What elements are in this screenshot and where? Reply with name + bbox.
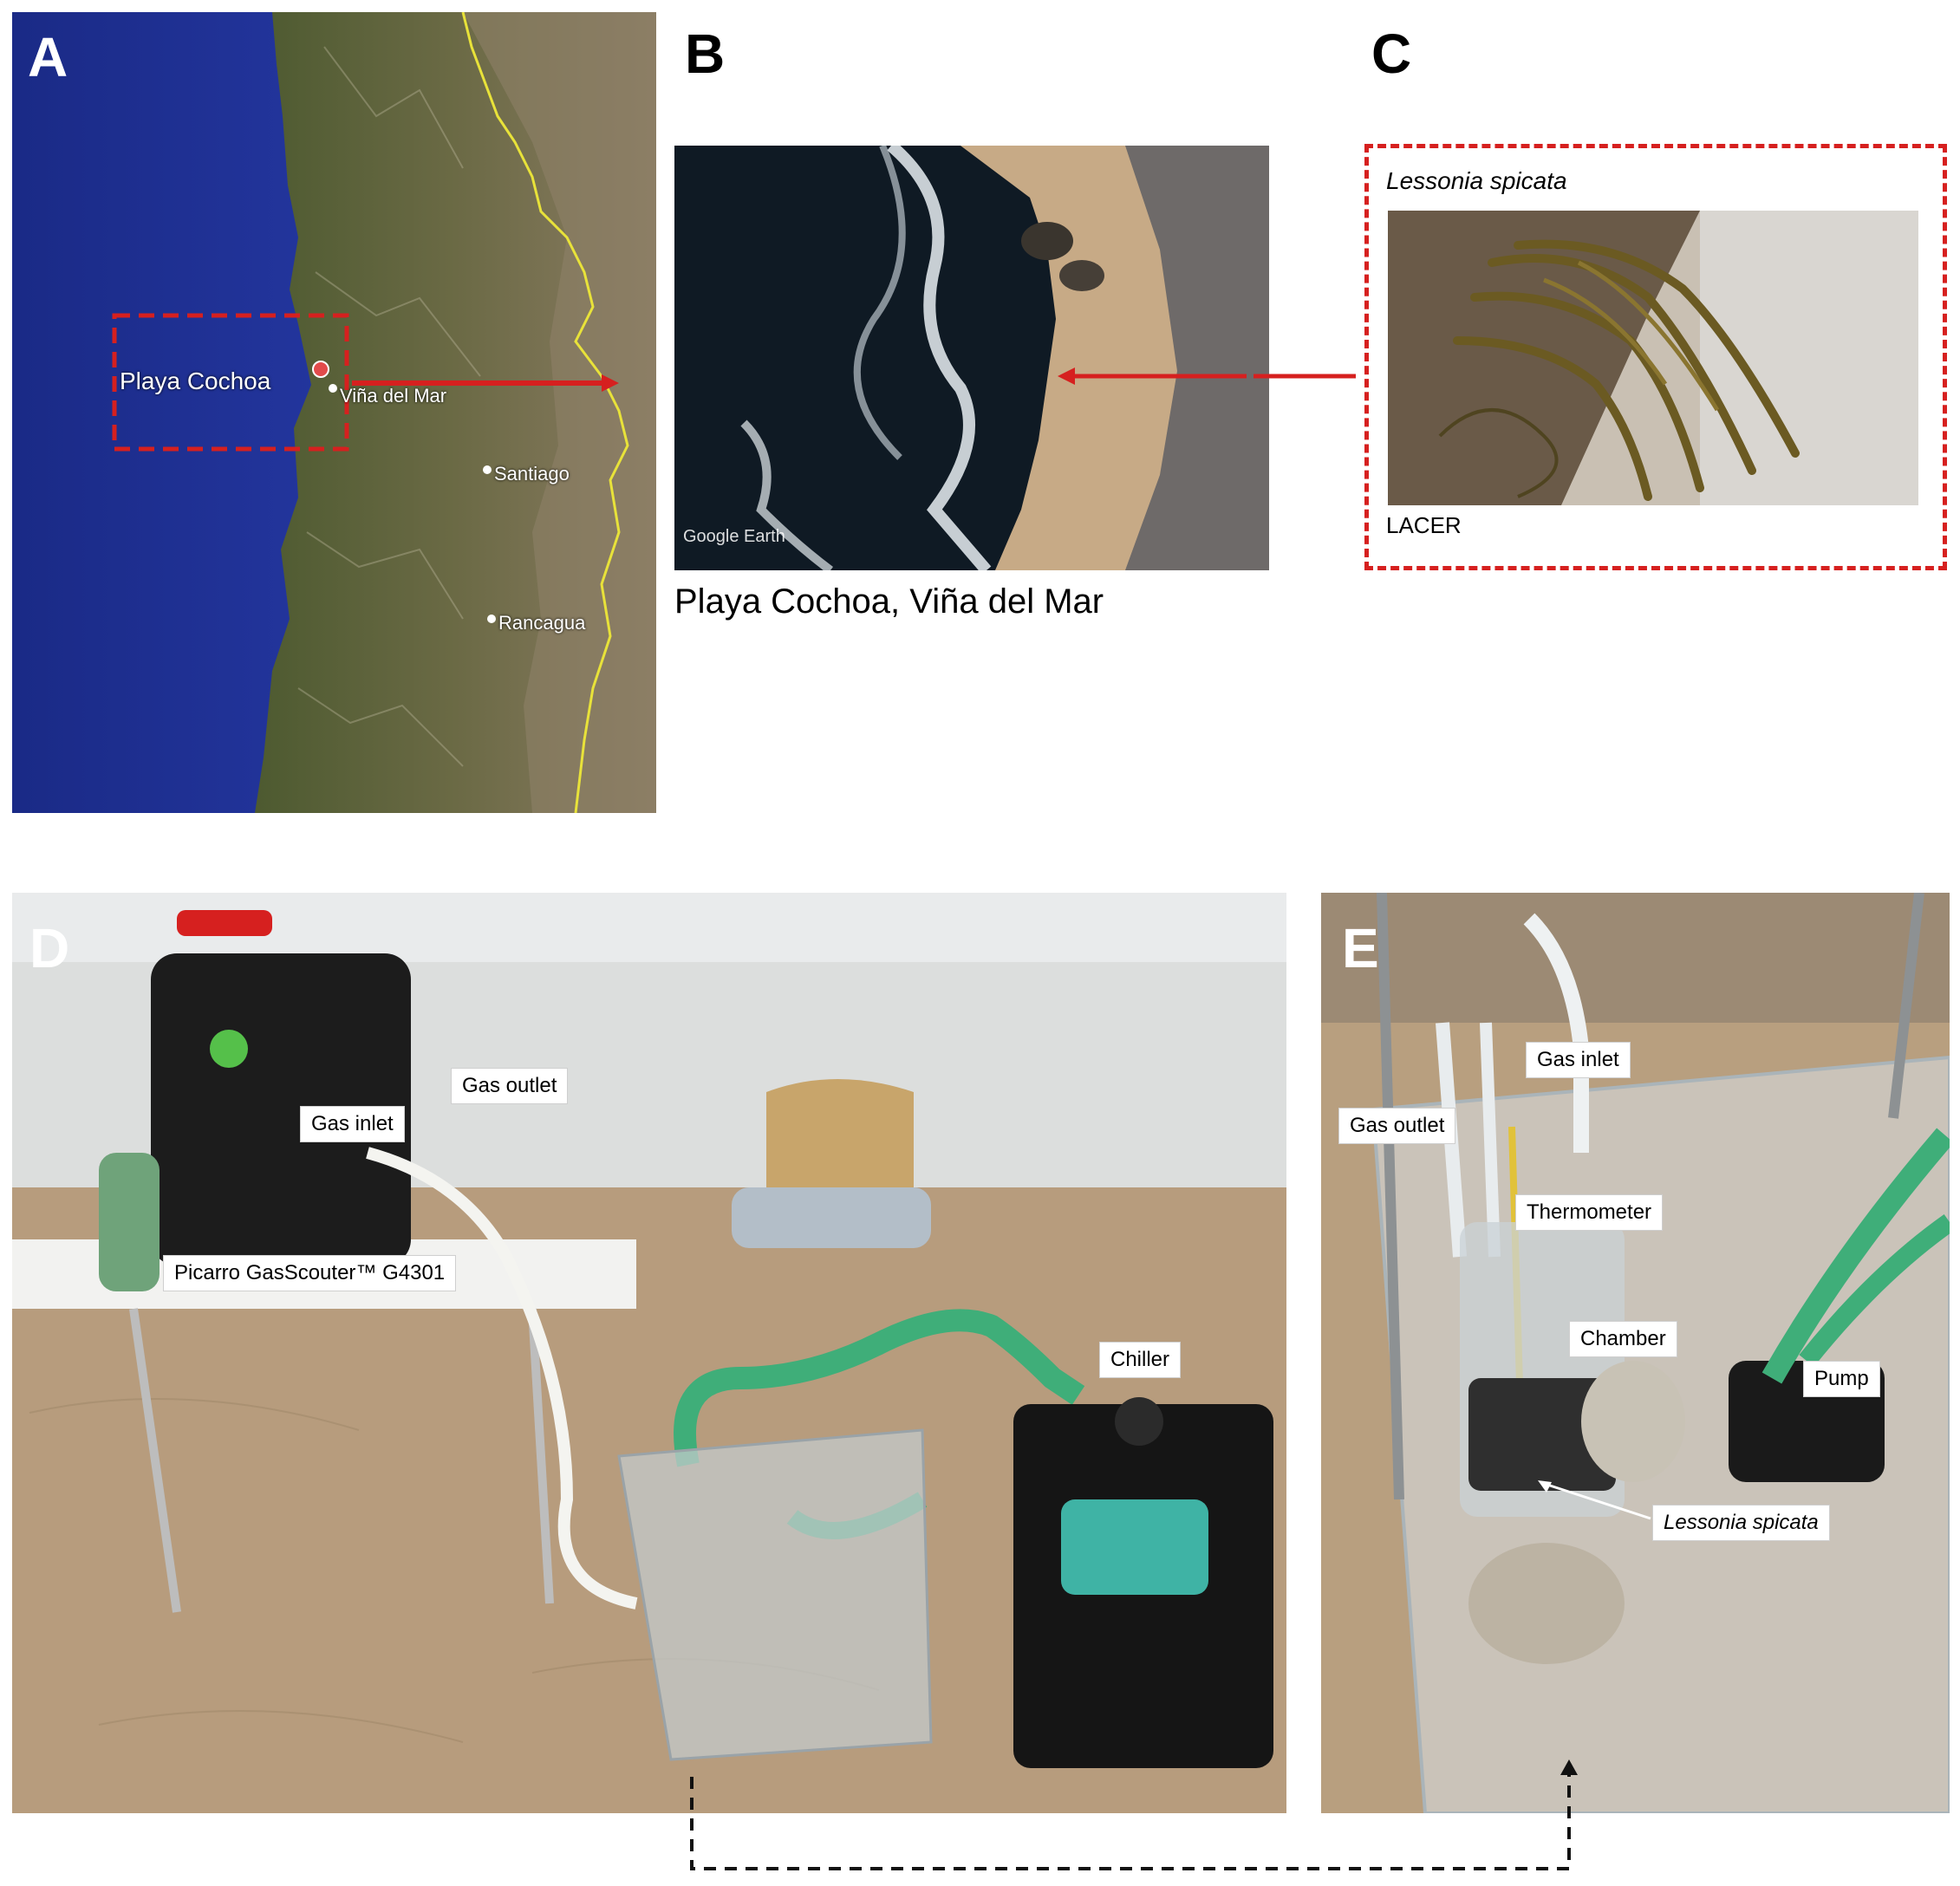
arrow-c-to-b (1253, 374, 1356, 379)
panel-b-letter: B (685, 23, 726, 85)
google-earth-watermark: Google Earth (683, 527, 785, 546)
city-rancagua: Rancagua (498, 612, 586, 634)
panel-c-frame: Lessonia spicata LACER (1364, 144, 1947, 570)
label-gas-inlet-e: Gas inlet (1526, 1042, 1631, 1078)
playa-cochoa-label: Playa Cochoa (120, 367, 271, 394)
panel-c-credit: LACER (1386, 512, 1462, 538)
label-pump-e: Pump (1803, 1361, 1880, 1397)
panel-d-letter: D (29, 917, 70, 979)
label-gas-outlet-e: Gas outlet (1338, 1108, 1456, 1144)
panel-e-photo: E Gas inlet Gas outlet Thermometer Chamb… (1321, 893, 1950, 1813)
kelp-photo-c (1388, 211, 1918, 505)
label-thermometer-e: Thermometer (1515, 1194, 1664, 1231)
dashed-connector-d-e (690, 1759, 1578, 1870)
field-photo-d (12, 893, 1286, 1813)
panel-c-species-label: Lessonia spicata (1386, 167, 1567, 194)
label-chamber-e: Chamber (1569, 1321, 1677, 1357)
satellite-map-a (12, 12, 656, 813)
panel-d-photo: D Gas outlet Gas inlet Picarro GasScoute… (12, 893, 1286, 1813)
city-santiago: Santiago (494, 463, 570, 485)
aerial-photo-b (674, 146, 1269, 570)
panel-a-map: A Playa Cochoa Viña del Mar Santiago Ran… (12, 12, 656, 813)
panel-c-letter: C (1371, 23, 1412, 85)
panel-b-caption: Playa Cochoa, Viña del Mar (674, 582, 1104, 621)
label-gas-outlet-d: Gas outlet (451, 1068, 569, 1104)
panel-b-aerial: Google Earth (674, 146, 1269, 570)
arrow-species-e (1538, 1480, 1651, 1520)
panel-a-letter: A (28, 26, 68, 88)
label-analyzer-d: Picarro GasScouter™ G4301 (163, 1255, 457, 1291)
city-vina-del-mar: Viña del Mar (340, 385, 447, 406)
label-gas-inlet-d: Gas inlet (300, 1106, 405, 1142)
panel-e-letter: E (1342, 917, 1379, 979)
label-chiller-d: Chiller (1099, 1342, 1182, 1378)
label-species-e: Lessonia spicata (1652, 1505, 1830, 1541)
